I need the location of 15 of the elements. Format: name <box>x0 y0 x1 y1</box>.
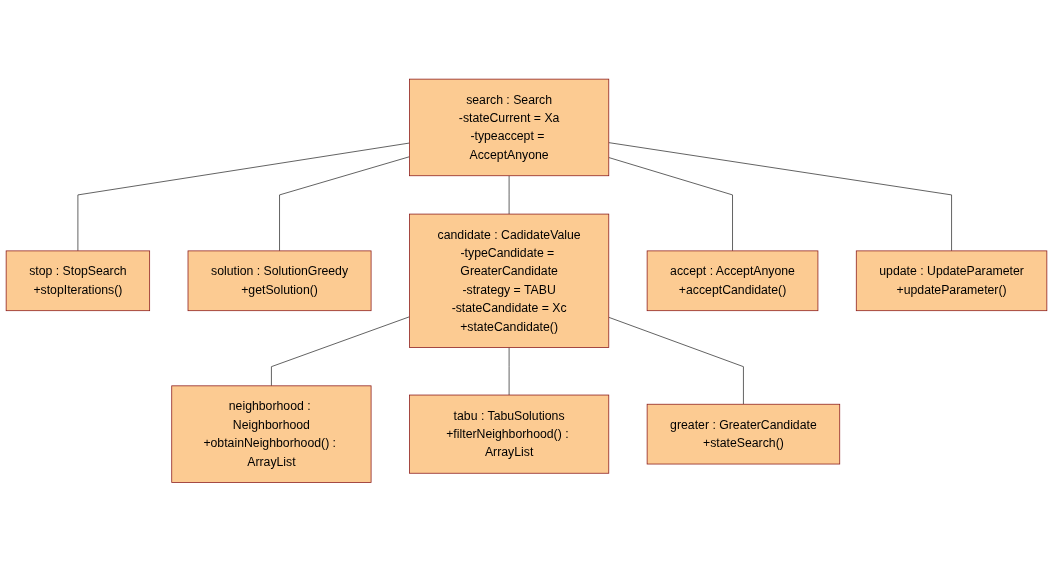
connector <box>608 142 952 252</box>
connector <box>608 317 744 405</box>
node-box: tabu : TabuSolutions +filterNeighborhood() : ArrayList <box>409 394 610 474</box>
node-box: search : Search -stateCurrent = Xa -typeaccept = AcceptAnyone <box>409 78 610 177</box>
node-box: solution : SolutionGreedy +getSolution() <box>187 250 372 312</box>
node-box: greater : GreaterCandidate +stateSearch() <box>646 404 841 465</box>
connector <box>271 316 410 387</box>
node-box: accept : AcceptAnyone +acceptCandidate() <box>646 250 819 312</box>
node-box: candidate : CadidateValue -typeCandidate = GreaterCandidate -strategy = TABU -stateCandidate = Xc +stateCandidate() <box>409 213 610 349</box>
node-box: update : UpdateParameter +updateParameter() <box>855 250 1048 312</box>
connector <box>608 157 733 252</box>
connector <box>279 156 410 252</box>
node-box: neighborhood : Neighborhood +obtainNeighborhood() : ArrayList <box>171 385 372 484</box>
node-box: stop : StopSearch +stopIterations() <box>5 250 151 312</box>
connector <box>77 142 410 252</box>
